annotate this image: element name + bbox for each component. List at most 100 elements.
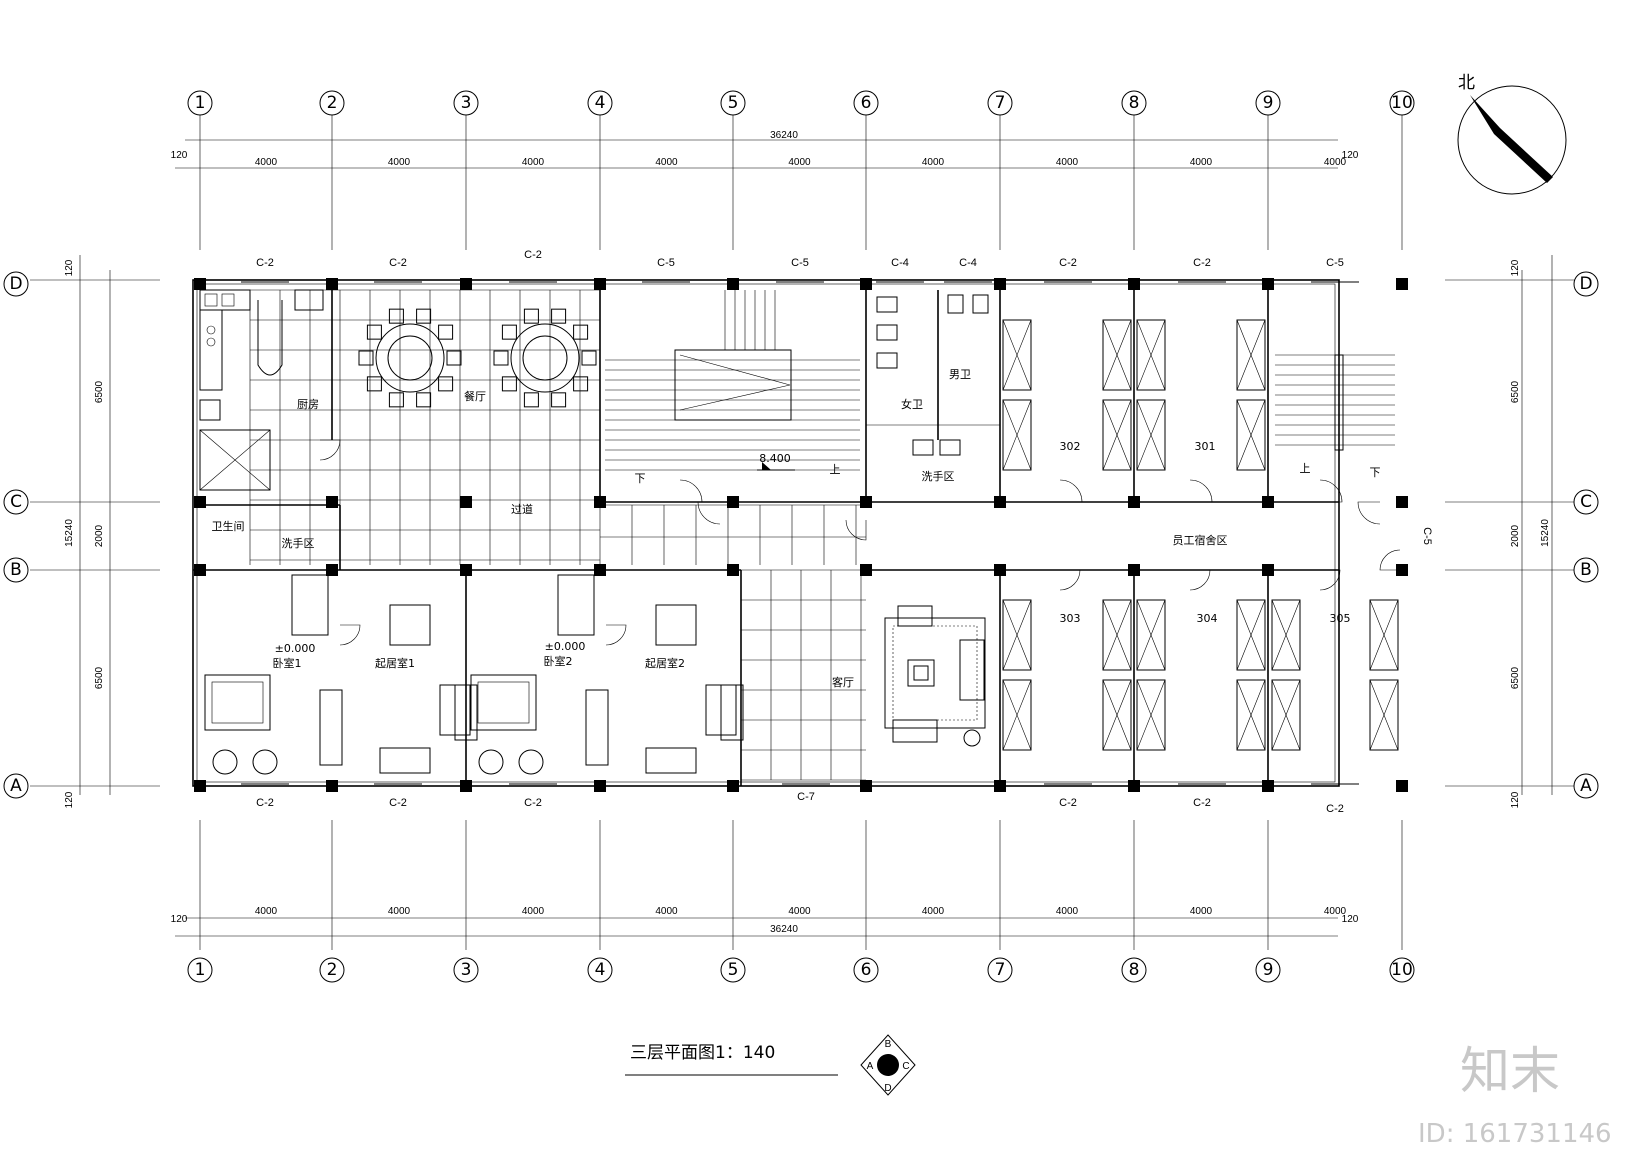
watermark: 知末 ID: 161731146	[1418, 1042, 1612, 1149]
span-dim-label: 4000	[388, 157, 411, 168]
chair	[501, 324, 517, 340]
column	[994, 780, 1006, 792]
column	[1262, 780, 1274, 792]
axis-label-9: 9	[1263, 960, 1274, 980]
room-label-living2: 起居室2	[645, 656, 685, 670]
door-swing	[605, 624, 627, 646]
span-dim-label: 4000	[1324, 157, 1347, 168]
bunk-bed	[1271, 679, 1301, 751]
drawing-title: 三层平面图1：140	[630, 1043, 775, 1063]
window-label: C-5	[657, 257, 675, 269]
window-label: C-4	[959, 257, 977, 269]
window-label: C-2	[389, 257, 407, 269]
axis-label-2: 2	[327, 960, 338, 980]
axis-label-6: 6	[861, 960, 872, 980]
column	[194, 496, 206, 508]
axis-label-D: D	[9, 274, 22, 294]
chair	[446, 350, 462, 366]
sofa	[645, 747, 697, 774]
bunk-bed	[1002, 679, 1032, 751]
structural-columns	[194, 278, 1408, 792]
window-label: C-2	[389, 797, 407, 809]
bunk-bed	[1136, 399, 1166, 471]
lounge-chair	[252, 749, 278, 775]
stair-up-label: 上	[830, 463, 841, 476]
chair	[358, 350, 374, 366]
column	[1128, 496, 1140, 508]
door-swings	[319, 439, 1401, 646]
level-mark: ±0.000	[275, 642, 316, 655]
door-swing	[1189, 569, 1211, 591]
window-label: C-2	[1193, 797, 1211, 809]
level-mark: ±0.000	[545, 640, 586, 653]
column	[1262, 278, 1274, 290]
desk	[319, 689, 343, 766]
door-swing	[845, 519, 867, 541]
round-table	[375, 323, 445, 393]
bunk-bed	[1102, 399, 1132, 471]
total-width-label: 36240	[770, 130, 798, 141]
left-dimensions: 120 120 6500 2000 6500 15240	[30, 255, 160, 808]
axis-label-7: 7	[995, 960, 1006, 980]
column	[1128, 780, 1140, 792]
edge-dim-label: 120	[1342, 150, 1359, 161]
axis-label-C: C	[10, 492, 22, 512]
column	[860, 564, 872, 576]
watermark-id: ID: 161731146	[1418, 1119, 1612, 1149]
chair	[438, 324, 454, 340]
chair	[416, 308, 432, 324]
chair	[573, 376, 589, 392]
bunk-bed	[1136, 319, 1166, 391]
room-label-dining: 餐厅	[464, 389, 486, 403]
column	[194, 278, 206, 290]
bunk-bed	[1236, 319, 1266, 391]
column	[727, 496, 739, 508]
chair	[523, 308, 539, 324]
window-label: C-5	[791, 257, 809, 269]
bunk-bed	[1369, 679, 1399, 751]
watermark-logo: 知末	[1460, 1042, 1560, 1100]
span-dim-label: 4000	[1324, 906, 1347, 917]
column	[1396, 564, 1408, 576]
column	[1262, 564, 1274, 576]
sofa	[379, 747, 431, 774]
column	[194, 564, 206, 576]
index-mark-top: B	[885, 1039, 892, 1050]
axis-label-1: 1	[195, 93, 206, 113]
axis-label-4: 4	[595, 960, 606, 980]
door-swing	[1319, 479, 1343, 503]
tea-table	[389, 604, 431, 646]
axis-label-A: A	[1580, 776, 1592, 796]
room-label-301: 301	[1195, 440, 1216, 453]
stair-down-label: 下	[635, 472, 646, 485]
bunk-bed	[1102, 319, 1132, 391]
column	[727, 278, 739, 290]
room-labels: 厨房 餐厅 女卫 男卫 洗手区 302 301 过道 员工宿舍区 客厅 卧室1 …	[212, 368, 1351, 689]
dining-tables	[358, 308, 597, 408]
door-swing	[679, 479, 703, 503]
chair	[501, 376, 517, 392]
axis-label-C: C	[1580, 492, 1592, 512]
axis-label-10: 10	[1391, 93, 1413, 113]
index-mark-left: A	[867, 1061, 874, 1072]
span-dim-label: 2000	[94, 524, 105, 547]
north-label: 北	[1458, 73, 1475, 93]
window-label: C-2	[256, 797, 274, 809]
chair	[551, 308, 567, 324]
window-label-right: C-5	[1421, 527, 1433, 545]
room-label-corridor: 过道	[511, 502, 533, 516]
bunk-bed	[1369, 599, 1399, 671]
bunk-bed	[1236, 599, 1266, 671]
chair	[438, 376, 454, 392]
axis-label-10: 10	[1391, 960, 1413, 980]
room-label-lobby: 客厅	[832, 675, 854, 689]
chair	[573, 324, 589, 340]
column	[594, 780, 606, 792]
span-dim-label: 6500	[94, 666, 105, 689]
lounge-chair	[518, 749, 544, 775]
armchair	[454, 684, 478, 741]
